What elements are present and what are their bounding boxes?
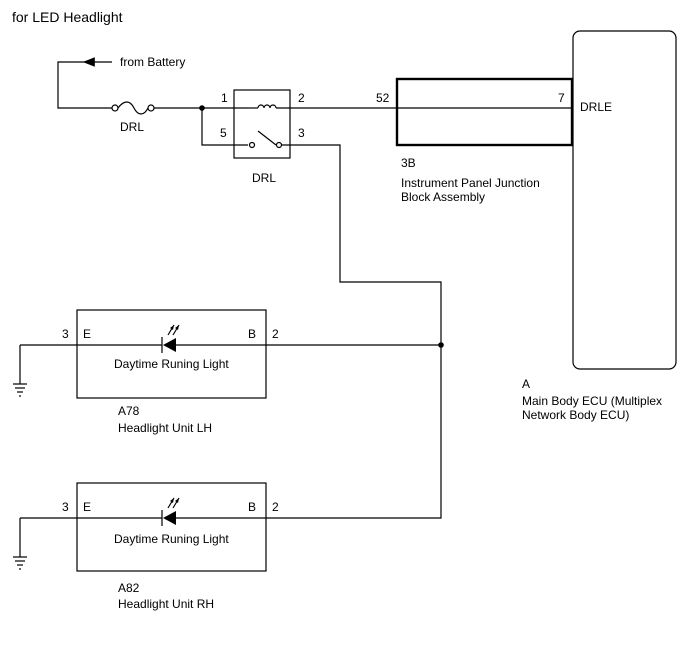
ecu-code: A — [522, 377, 530, 391]
relay-contact-left — [248, 141, 256, 149]
lh-code: A78 — [118, 404, 140, 418]
relay-pin-2: 2 — [298, 91, 305, 105]
headlight-unit-rh: 3 E B 2 Daytime Runing Light A82 Headlig… — [13, 482, 279, 611]
junction-dot-headlights — [438, 342, 444, 348]
lh-box — [76, 309, 267, 399]
drl-fuse: DRL — [111, 101, 155, 134]
lh-name: Headlight Unit LH — [118, 421, 212, 435]
rh-box — [76, 482, 267, 572]
relay-coil — [257, 104, 277, 109]
ecu-box — [572, 30, 677, 370]
junction-block-name-1: Instrument Panel Junction — [401, 176, 540, 190]
ecu-terminal: DRLE — [580, 100, 612, 114]
wire-relay-to-headlights — [268, 144, 442, 519]
rh-term-left: E — [83, 500, 91, 514]
relay-pin-1: 1 — [221, 91, 228, 105]
rh-name: Headlight Unit RH — [118, 597, 214, 611]
junction-block-name-2: Block Assembly — [401, 190, 485, 204]
rh-code: A82 — [118, 581, 140, 595]
rh-term-right: B — [248, 500, 256, 514]
rh-ground-icon — [13, 556, 27, 570]
ecu-name-2: Network Body ECU) — [522, 408, 629, 422]
relay-pin-3: 3 — [298, 126, 305, 140]
battery-wire — [57, 61, 112, 109]
lh-pin-left: 3 — [62, 327, 69, 341]
drl-relay: 1 5 2 3 DRL — [220, 89, 305, 185]
relay-switch-arm — [257, 130, 277, 146]
rh-led-icon — [161, 497, 180, 526]
fuse-terminal-left — [111, 104, 119, 112]
diagram-title: for LED Headlight — [12, 9, 123, 25]
battery-label: from Battery — [120, 55, 185, 69]
relay-pin-5: 5 — [220, 126, 227, 140]
rh-pin-right: 2 — [272, 500, 279, 514]
lh-term-right: B — [248, 327, 256, 341]
lh-led-icon — [161, 324, 180, 353]
lh-inner-label: Daytime Runing Light — [114, 357, 229, 371]
relay-box — [233, 89, 291, 159]
junction-block: 52 3B Instrument Panel Junction Block As… — [376, 77, 574, 204]
headlight-unit-lh: 3 E B 2 Daytime Runing Light A78 Headlig… — [13, 309, 279, 435]
junction-block-pin: 52 — [376, 91, 390, 105]
fuse-element — [117, 101, 149, 115]
fuse-label: DRL — [120, 120, 144, 134]
wire-to-relay-pin5 — [201, 108, 248, 146]
lh-pin-right: 2 — [272, 327, 279, 341]
relay-label: DRL — [252, 171, 276, 185]
relay-contact-right — [275, 141, 283, 149]
lh-ground-icon — [13, 383, 27, 397]
rh-inner-label: Daytime Runing Light — [114, 532, 229, 546]
ecu-pin: 7 — [558, 91, 565, 105]
ecu-name-1: Main Body ECU (Multiplex — [522, 394, 662, 408]
main-body-ecu: 7 DRLE A Main Body ECU (Multiplex Networ… — [522, 30, 677, 422]
battery-feed: from Battery — [57, 55, 185, 109]
rh-pin-left: 3 — [62, 500, 69, 514]
junction-block-code: 3B — [401, 156, 416, 170]
junction-block-box — [395, 77, 574, 147]
lh-term-left: E — [83, 327, 91, 341]
fuse-terminal-right — [147, 104, 155, 112]
